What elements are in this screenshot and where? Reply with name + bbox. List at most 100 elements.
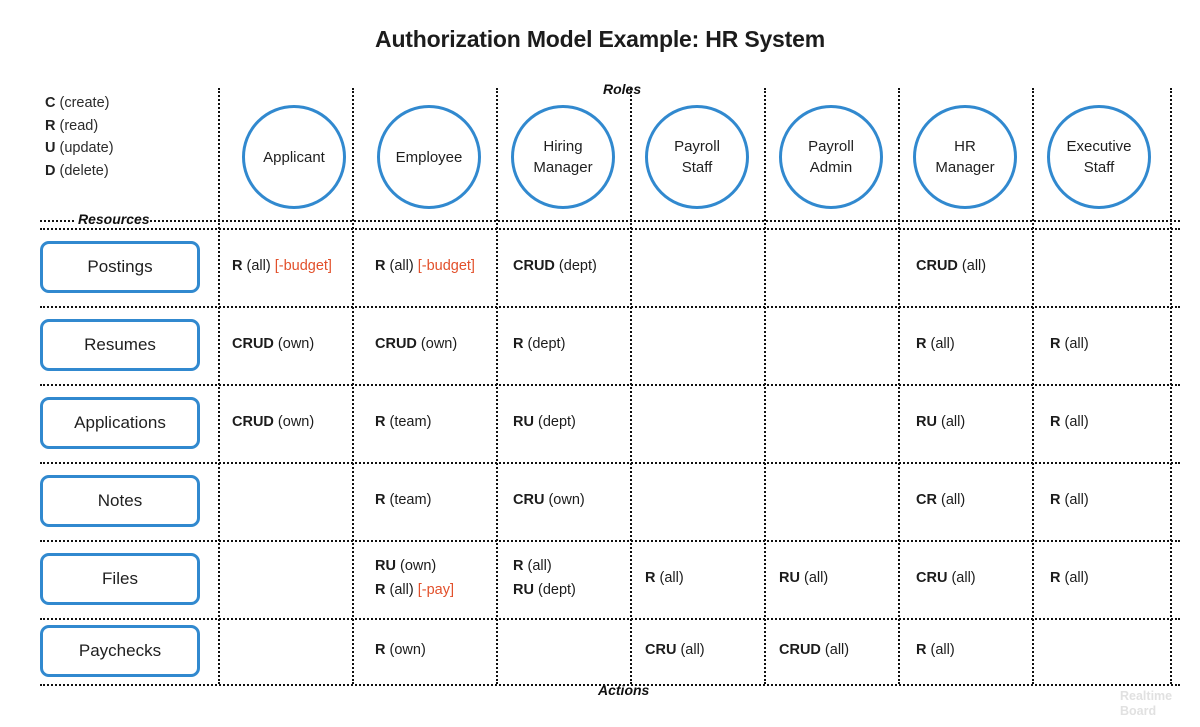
- matrix-cell[interactable]: CRUD (own): [232, 410, 314, 434]
- resource-box-notes[interactable]: Notes: [40, 475, 200, 527]
- grid-vline-3: [630, 88, 632, 684]
- matrix-cell[interactable]: R (all): [645, 566, 684, 590]
- matrix-cell[interactable]: CRUD (own): [232, 332, 314, 356]
- matrix-cell[interactable]: CRUD (all): [916, 254, 986, 278]
- matrix-cell[interactable]: R (all): [1050, 410, 1089, 434]
- grid-vline-2: [496, 88, 498, 684]
- matrix-cell[interactable]: R (all): [1050, 332, 1089, 356]
- permission-letters: R: [232, 258, 243, 274]
- permission-scope: (own): [389, 642, 426, 658]
- matrix-cell[interactable]: R (own): [375, 638, 426, 662]
- permission-scope: (all): [389, 582, 414, 598]
- resources-axis-caption: Resources: [78, 211, 150, 227]
- grid-vline-6: [1032, 88, 1034, 684]
- permission-entry: RU (all): [916, 410, 965, 434]
- matrix-cell[interactable]: CRUD (own): [375, 332, 457, 356]
- permission-scope: (dept): [558, 258, 597, 274]
- matrix-cell[interactable]: R (all) [-budget]: [232, 254, 332, 278]
- permission-scope: (all): [824, 642, 850, 658]
- matrix-cell[interactable]: R (all)RU (dept): [513, 554, 576, 602]
- permission-scope: (own): [548, 492, 585, 508]
- grid-hline-3: [40, 462, 1180, 464]
- permission-entry: R (all): [1050, 332, 1089, 356]
- role-label: Applicant: [263, 148, 325, 166]
- grid-hline-roles-underline: [150, 220, 1180, 222]
- permission-letters: CR: [916, 492, 937, 508]
- permission-entry: RU (all): [779, 566, 828, 590]
- matrix-cell[interactable]: R (all): [916, 332, 955, 356]
- resource-box-resumes[interactable]: Resumes: [40, 319, 200, 371]
- grid-hline-4: [40, 540, 1180, 542]
- legend-meaning: (update): [55, 140, 114, 157]
- permission-entry: CR (all): [916, 488, 965, 512]
- permission-scope: (all): [930, 642, 955, 658]
- permission-letters: CRUD: [375, 336, 417, 352]
- legend-letter: D: [45, 163, 56, 180]
- matrix-cell[interactable]: CR (all): [916, 488, 965, 512]
- permission-scope: (all): [527, 558, 552, 574]
- grid-hline-2: [40, 384, 1180, 386]
- permission-scope: (all): [1064, 414, 1089, 430]
- legend-meaning: (read): [55, 117, 99, 134]
- grid-vline-0: [218, 88, 220, 684]
- matrix-cell[interactable]: R (dept): [513, 332, 565, 356]
- permission-scope: (team): [389, 492, 432, 508]
- matrix-cell[interactable]: CRUD (all): [779, 638, 849, 662]
- grid-hline-0: [40, 228, 1180, 230]
- role-circle-applicant[interactable]: Applicant: [242, 105, 346, 209]
- permission-letters: CRUD: [513, 258, 555, 274]
- matrix-cell[interactable]: R (all): [916, 638, 955, 662]
- permission-letters: R: [513, 336, 524, 352]
- permission-scope: (all): [680, 642, 705, 658]
- permission-letters: R: [1050, 492, 1061, 508]
- legend-meaning: (create): [55, 95, 110, 111]
- permission-letters: R: [513, 558, 524, 574]
- matrix-cell[interactable]: CRU (own): [513, 488, 585, 512]
- matrix-cell[interactable]: CRU (all): [916, 566, 976, 590]
- matrix-cell[interactable]: R (all): [1050, 566, 1089, 590]
- role-circle-employee[interactable]: Employee: [377, 105, 481, 209]
- matrix-cell[interactable]: RU (all): [916, 410, 965, 434]
- grid-vline-4: [764, 88, 766, 684]
- matrix-cell[interactable]: CRU (all): [645, 638, 705, 662]
- matrix-cell[interactable]: RU (all): [779, 566, 828, 590]
- matrix-cell[interactable]: CRUD (dept): [513, 254, 597, 278]
- resource-box-postings[interactable]: Postings: [40, 241, 200, 293]
- permission-letters: R: [375, 642, 386, 658]
- permission-letters: CRU: [916, 570, 948, 586]
- permission-letters: R: [1050, 414, 1061, 430]
- roles-axis-caption: Roles: [603, 81, 642, 97]
- matrix-cell[interactable]: R (all) [-budget]: [375, 254, 475, 278]
- permission-letters: CRUD: [232, 336, 274, 352]
- role-label: Employee: [395, 148, 463, 166]
- matrix-cell[interactable]: R (team): [375, 410, 431, 434]
- permission-entry: R (team): [375, 410, 431, 434]
- permission-letters: R: [1050, 570, 1061, 586]
- resource-box-applications[interactable]: Applications: [40, 397, 200, 449]
- page-title: Authorization Model Example: HR System: [375, 26, 825, 52]
- permission-letters: R: [375, 258, 386, 274]
- resource-box-files[interactable]: Files: [40, 553, 200, 605]
- matrix-cell[interactable]: R (team): [375, 488, 431, 512]
- matrix-cell[interactable]: RU (own)R (all) [-pay]: [375, 554, 454, 602]
- permission-entry: CRUD (dept): [513, 254, 597, 278]
- permission-entry: R (all) [-pay]: [375, 578, 454, 602]
- permission-letters: CRU: [513, 492, 545, 508]
- permission-entry: R (own): [375, 638, 426, 662]
- permission-letters: R: [645, 570, 656, 586]
- permission-scope: (team): [389, 414, 432, 430]
- permission-entry: CRUD (own): [232, 332, 314, 356]
- grid-hline-5: [40, 618, 1180, 620]
- matrix-cell[interactable]: RU (dept): [513, 410, 576, 434]
- matrix-cell[interactable]: R (all): [1050, 488, 1089, 512]
- resource-box-paychecks[interactable]: Paychecks: [40, 625, 200, 677]
